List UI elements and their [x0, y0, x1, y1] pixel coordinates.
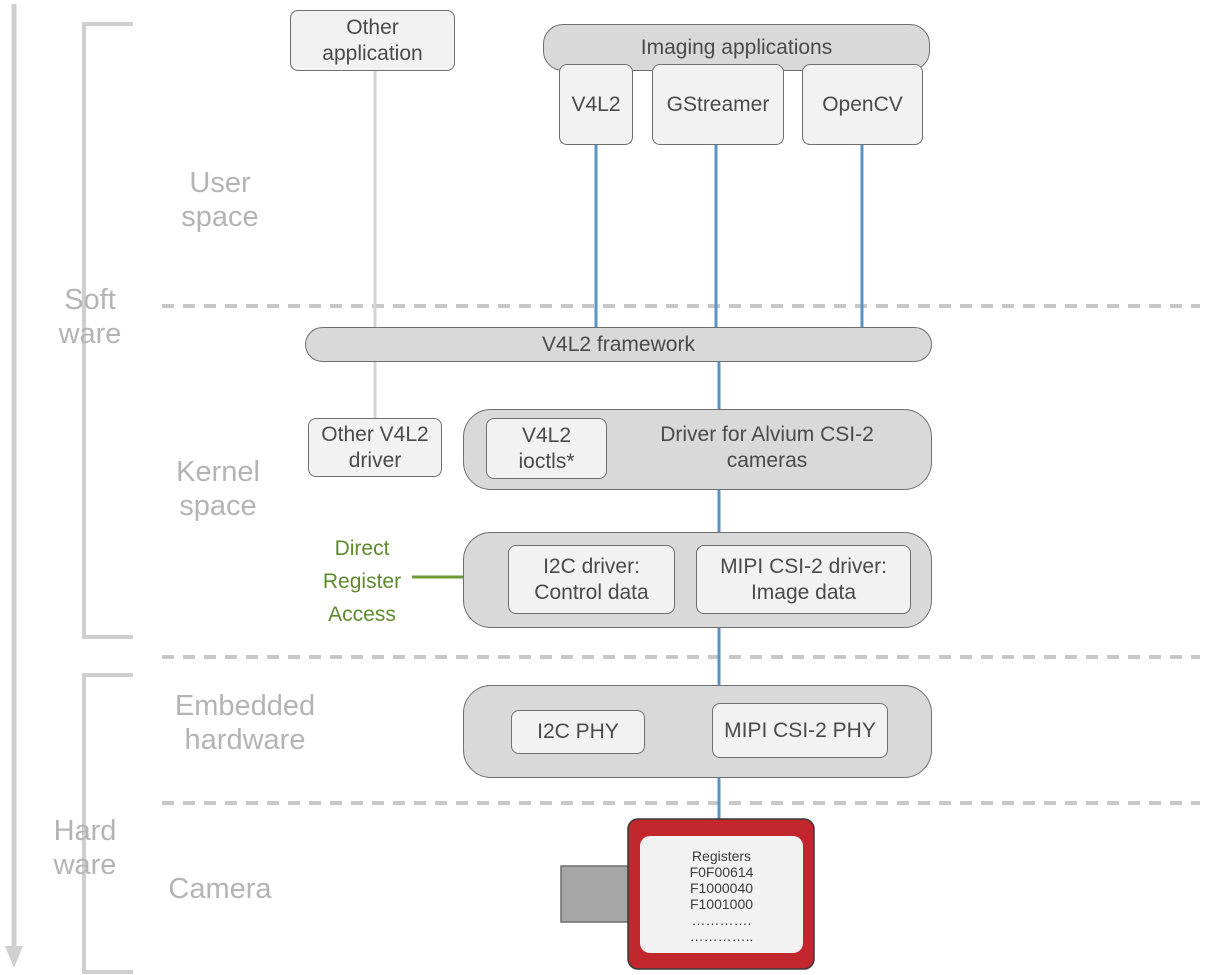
mipi-csi2-phy-box: MIPI CSI-2 PHY [712, 703, 888, 758]
software-bracket [82, 22, 133, 639]
label-hardware: Hard ware [53, 815, 117, 881]
registers-title: Registers [691, 848, 752, 864]
other-application-box: Other application [290, 10, 455, 71]
camera-registers-panel: Registers F0F00614 F1000040 F1001000 ………… [640, 836, 803, 953]
register-entry: F1000040 [689, 880, 754, 896]
label-camera: Camera [168, 873, 272, 905]
label-software: Soft ware [58, 284, 122, 350]
v4l2-app-box: V4L2 [559, 64, 633, 145]
other-v4l2-driver-box: Other V4L2 driver [308, 418, 442, 477]
v4l2-ioctls-box: V4L2 ioctls* [486, 418, 607, 479]
label-embedded-hardware: Embedded hardware [174, 690, 316, 756]
opencv-box: OpenCV [802, 64, 923, 145]
register-entry: F0F00614 [689, 864, 754, 880]
hardware-bracket [82, 673, 133, 974]
i2c-phy-box: I2C PHY [511, 710, 645, 754]
register-entry: …………. [691, 912, 752, 928]
alvium-driver-label: Driver for Alvium CSI-2 cameras [660, 423, 874, 472]
mipi-csi2-driver-box: MIPI CSI-2 driver: Image data [696, 545, 911, 614]
label-kernel-space: Kernel space [176, 456, 260, 522]
direct-register-access-label: Direct Register Access [322, 537, 402, 626]
i2c-driver-box: I2C driver: Control data [508, 545, 675, 614]
camera-lens [560, 865, 637, 923]
label-user-space: User space [181, 167, 259, 233]
axis-arrowhead [5, 946, 23, 968]
register-entry: F1001000 [689, 896, 754, 912]
register-entry: ………….. [689, 928, 754, 944]
v4l2-framework-box: V4L2 framework [305, 327, 932, 362]
gstreamer-box: GStreamer [652, 64, 784, 145]
